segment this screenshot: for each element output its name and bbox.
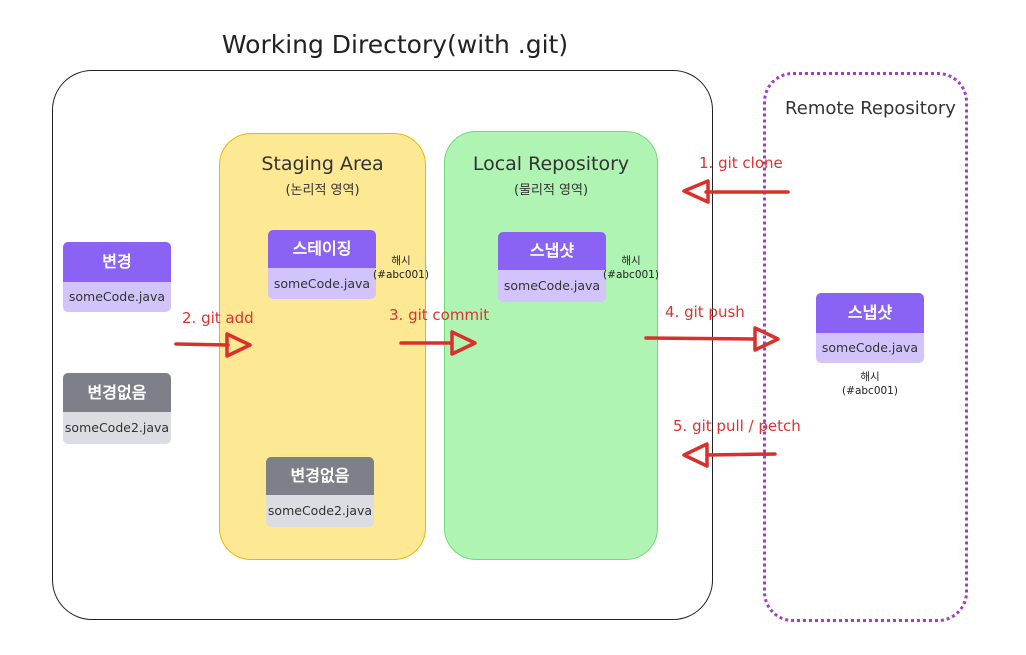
diagram-title: Working Directory(with .git) — [221, 30, 569, 59]
wd-changed-card: 변경 someCode.java — [63, 242, 171, 312]
remote-snapshot-label: 스냅샷 — [816, 293, 924, 333]
local-hash: 해시 (#abc001) — [601, 254, 661, 282]
local-hash-value: (#abc001) — [603, 269, 659, 281]
local-snapshot-label: 스냅샷 — [498, 232, 606, 270]
remote-hash: 해시 (#abc001) — [835, 370, 905, 398]
remote-snapshot-card: 스냅샷 someCode.java — [816, 293, 924, 363]
staging-changed-file: someCode.java — [268, 268, 376, 299]
remote-repository-title: Remote Repository — [785, 98, 956, 119]
remote-hash-value: (#abc001) — [842, 385, 898, 397]
local-repository-box: Local Repository (물리적 영역) — [444, 131, 658, 560]
git-pull-arrow — [682, 442, 777, 468]
remote-hash-label: 해시 — [860, 371, 880, 383]
staging-hash-label: 해시 — [391, 255, 411, 267]
local-repository-subtitle: (물리적 영역) — [513, 183, 589, 198]
staging-unchanged-label: 변경없음 — [266, 457, 374, 495]
wd-changed-file: someCode.java — [63, 282, 171, 312]
git-clone-label: 1. git clone — [699, 154, 783, 172]
git-push-label: 4. git push — [665, 303, 745, 321]
remote-snapshot-file: someCode.java — [816, 333, 924, 363]
staging-unchanged-file: someCode2.java — [266, 495, 374, 527]
staging-changed-card: 스테이징 someCode.java — [268, 230, 376, 299]
staging-hash-value: (#abc001) — [373, 269, 429, 281]
staging-unchanged-card: 변경없음 someCode2.java — [266, 457, 374, 527]
wd-unchanged-file: someCode2.java — [63, 412, 171, 444]
git-clone-arrow — [682, 179, 790, 204]
git-commit-label: 3. git commit — [389, 306, 490, 324]
local-repository-title: Local Repository — [472, 153, 630, 175]
staging-changed-label: 스테이징 — [268, 230, 376, 268]
staging-area-subtitle: (논리적 영역) — [285, 183, 360, 198]
local-snapshot-card: 스냅샷 someCode.java — [498, 232, 606, 302]
wd-changed-label: 변경 — [63, 242, 171, 282]
staging-hash: 해시 (#abc001) — [372, 254, 430, 282]
working-directory-box — [52, 70, 713, 620]
local-hash-label: 해시 — [621, 255, 641, 267]
git-add-arrow — [174, 332, 252, 358]
wd-unchanged-label: 변경없음 — [63, 373, 171, 412]
git-push-arrow — [644, 326, 780, 352]
git-add-label: 2. git add — [182, 309, 254, 327]
git-commit-arrow — [399, 330, 477, 356]
git-pull-label: 5. git pull / petch — [673, 417, 801, 435]
staging-area-title: Staging Area — [261, 153, 384, 175]
local-snapshot-file: someCode.java — [498, 270, 606, 302]
wd-unchanged-card: 변경없음 someCode2.java — [63, 373, 171, 444]
